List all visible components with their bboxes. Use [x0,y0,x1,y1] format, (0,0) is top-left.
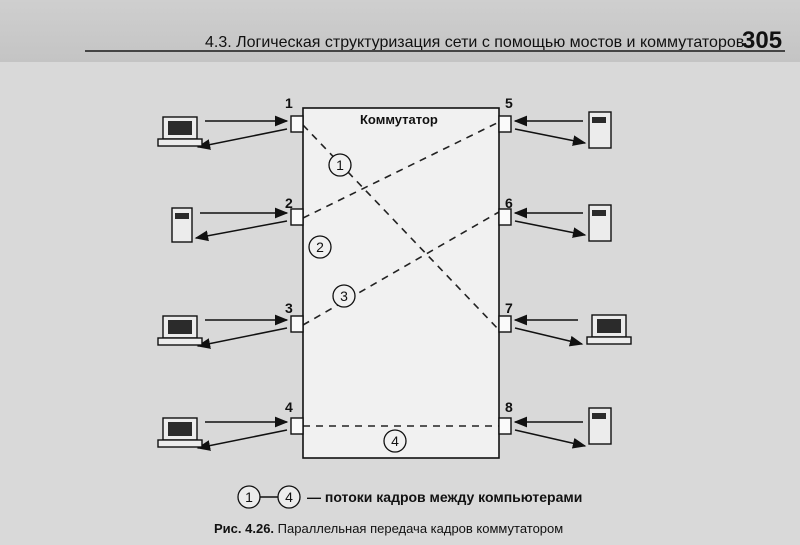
port-number-7: 7 [505,300,513,316]
computer-3-icon [157,315,203,346]
port-number-5: 5 [505,95,513,111]
port-5-box [498,115,512,133]
header-rule [85,50,785,52]
figure-caption: Рис. 4.26. Параллельная передача кадров … [214,521,563,536]
figure-caption-prefix: Рис. 4.26. [214,521,275,536]
arrow-from-port-3 [196,327,288,349]
arrow-from-port-8 [514,429,587,449]
port-number-4: 4 [285,399,293,415]
port-3-box [290,315,304,333]
flow-line-1 [302,124,500,331]
switch-label: Коммутатор [360,112,438,127]
computer-1-icon [157,116,203,147]
port-number-2: 2 [285,195,293,211]
arrow-from-port-4 [196,429,288,451]
flow-marker-3: 3 [332,284,356,308]
flow-number-3: 3 [340,288,348,304]
computer-7-icon [586,314,632,345]
computer-6-icon [588,204,612,242]
legend: 1 4 — потоки кадров между компьютерами [237,485,582,509]
figure-caption-text: Параллельная передача кадров коммутаторо… [277,521,564,536]
flow-marker-1: 1 [328,153,352,177]
port-2-box [290,208,304,226]
page-number: 305 [742,27,783,54]
arrow-from-port-2 [194,220,288,242]
port-1-box [290,115,304,133]
flow-marker-4: 4 [383,429,407,453]
port-number-3: 3 [285,300,293,316]
arrow-from-port-5 [514,128,587,146]
arrow-from-port-1 [196,128,288,150]
running-title: 4.3. Логическая структуризация сети с по… [205,34,745,51]
port-6-box [498,208,512,226]
port-number-6: 6 [505,195,513,211]
port-number-1: 1 [285,95,293,111]
legend-from-number: 1 [245,489,253,505]
computer-2-icon [171,207,193,243]
legend-circle-to [277,485,301,509]
arrow-from-port-6 [514,220,587,238]
legend-to-number: 4 [285,489,293,505]
port-4-box [290,417,304,435]
legend-text: — потоки кадров между компьютерами [307,489,582,505]
flow-number-1: 1 [336,157,344,173]
port-number-8: 8 [505,399,513,415]
flow-number-4: 4 [391,433,399,449]
flow-number-2: 2 [316,239,324,255]
flow-line-2 [302,121,500,219]
flow-marker-2: 2 [308,235,332,259]
port-8-box [498,417,512,435]
page-header: 4.3. Логическая структуризация сети с по… [0,0,800,62]
port-7-box [498,315,512,333]
computer-5-icon [588,111,612,149]
computer-8-icon [588,407,612,445]
flow-line-3 [302,211,500,326]
arrow-from-port-7 [514,327,584,347]
flow-lines [302,121,500,427]
computer-4-icon [157,417,203,448]
switch-box [302,107,500,459]
